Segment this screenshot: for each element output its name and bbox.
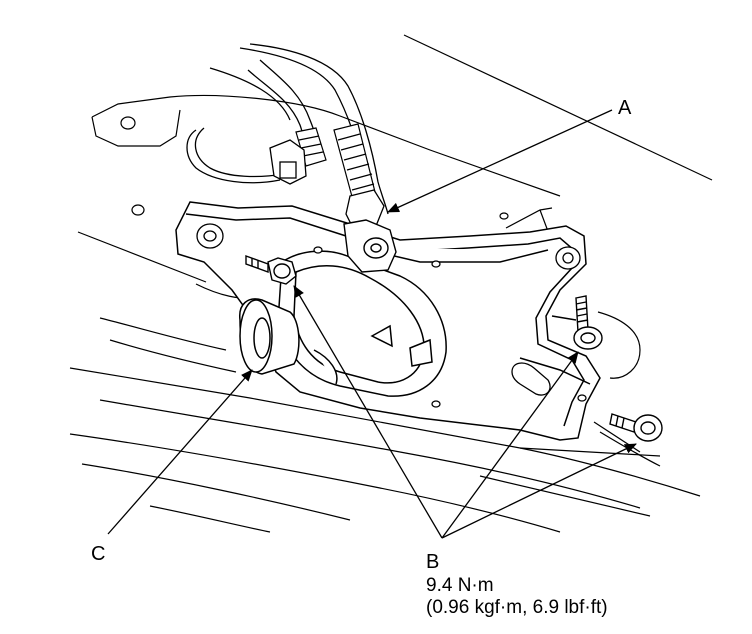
callout-b: B — [426, 551, 440, 573]
body-panel-lines — [69, 34, 713, 533]
callout-a: A — [618, 97, 632, 119]
panel-holes — [120, 116, 509, 220]
mounting-bolt — [573, 295, 603, 350]
torque-alt-units: (0.96 kgf·m, 6.9 lbf·ft) — [426, 597, 608, 618]
callout-c: C — [91, 543, 106, 565]
leader-line-c — [107, 369, 253, 535]
leader-line-b — [293, 285, 443, 539]
mounting-bolt — [609, 413, 663, 442]
motor-end-cap — [239, 298, 300, 375]
wire-connector — [269, 139, 385, 231]
wiper-motor — [277, 250, 447, 397]
bracket-holes — [196, 223, 587, 408]
leader-line-b — [441, 351, 579, 539]
leader-lines — [107, 109, 637, 539]
mounting-bolt — [245, 255, 297, 285]
torque-value: 9.4 N·m — [426, 575, 494, 596]
torque-spec: 9.4 N·m (0.96 kgf·m, 6.9 lbf·ft) — [426, 575, 608, 619]
leader-line-a — [387, 109, 613, 213]
leader-line-b — [441, 443, 637, 539]
pivot-connector — [343, 219, 397, 273]
